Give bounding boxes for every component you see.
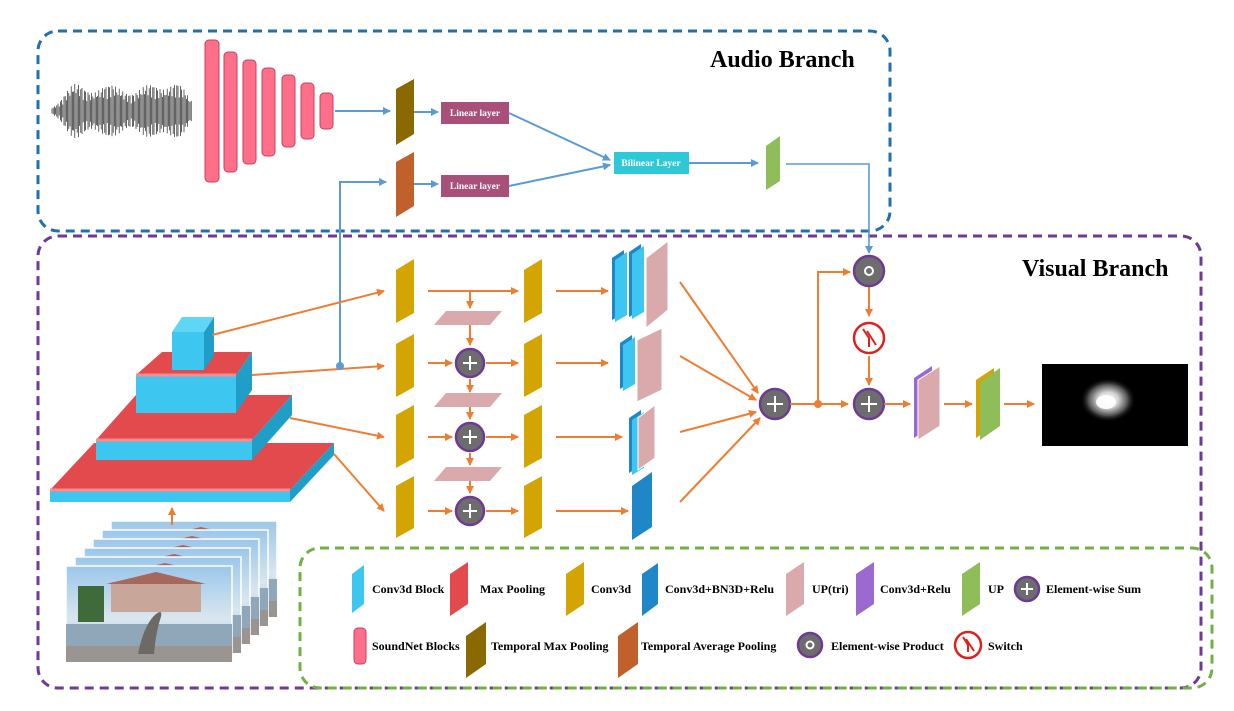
visual-branch-title: Visual Branch — [1022, 256, 1168, 282]
feature-pyramid — [50, 317, 334, 502]
legend-label-temporal-max-pooling: Temporal Max Pooling — [491, 639, 609, 653]
linear-layer-top: Linear layer — [441, 102, 509, 124]
legend-label-up-tri: UP(tri) — [812, 582, 849, 596]
legend-icon-conv3d-bn3d-relu — [642, 563, 658, 616]
input-video-frames — [65, 520, 278, 663]
legend-icon-conv3d-relu — [856, 562, 874, 616]
legend-label-switch: Switch — [988, 639, 1023, 653]
final-up-tri-block — [914, 365, 941, 441]
legend-icon-element-wise-sum — [1013, 575, 1041, 603]
final-up-block — [976, 368, 1000, 440]
legend-label-conv3d-relu: Conv3d+Relu — [880, 582, 951, 596]
legend-label-element-wise-sum: Element-wise Sum — [1046, 582, 1141, 596]
legend-label-temporal-average-pooling: Temporal Average Pooling — [641, 639, 776, 653]
visual-branch-frame — [36, 234, 1203, 690]
element-wise-sum-main — [758, 387, 792, 421]
legend-label-element-wise-product: Element-wise Product — [831, 639, 944, 653]
temporal-max-pooling — [396, 79, 414, 145]
legend-label-max-pooling: Max Pooling — [480, 582, 545, 596]
audio-waveform — [51, 84, 192, 138]
switch — [852, 321, 886, 355]
conv3d-column-2 — [524, 259, 542, 538]
legend-icon-conv3d-block — [352, 565, 364, 613]
decoder-stack-2 — [620, 327, 663, 403]
up-tri-planes — [434, 311, 502, 481]
legend-icon-switch — [953, 630, 983, 660]
soundnet-blocks — [204, 39, 334, 183]
legend-icon-conv3d — [566, 562, 584, 616]
bilinear-layer-label: Bilinear Layer — [621, 159, 681, 169]
linear-layer-top-label: Linear layer — [450, 109, 501, 119]
decoder-stack-1 — [612, 239, 669, 330]
legend-frame — [298, 546, 1214, 690]
legend-icon-element-wise-product — [796, 631, 824, 659]
legend-label-conv3d: Conv3d — [591, 582, 631, 596]
legend-icon-temporal-average-pooling — [618, 622, 638, 678]
decoder-stack-3 — [629, 403, 656, 475]
decoder-stack-4 — [632, 472, 652, 540]
conv3d-column-1 — [396, 259, 414, 538]
audio-branch-title: Audio Branch — [710, 47, 855, 73]
legend-icon-up — [962, 562, 980, 616]
audio-up-block — [766, 136, 780, 190]
legend-icon-max-pooling — [450, 562, 468, 616]
audio-branch-frame — [36, 29, 892, 233]
legend-label-conv3d-block: Conv3d Block — [372, 582, 445, 596]
legend-label-up: UP — [988, 582, 1004, 596]
bilinear-layer: Bilinear Layer — [614, 152, 689, 174]
legend-label-conv3d-bn3d-relu: Conv3d+BN3D+Relu — [665, 582, 774, 596]
element-wise-sum-right — [852, 387, 886, 421]
legend-icon-up-tri — [786, 562, 804, 616]
element-wise-sum-column — [454, 347, 486, 527]
saliency-map-output — [1042, 364, 1188, 446]
legend-icon-soundnet-blocks — [353, 627, 367, 665]
temporal-average-pooling — [396, 152, 414, 217]
legend: Conv3d Block Max Pooling Conv3d Conv3d+B… — [352, 562, 1141, 678]
legend-label-soundnet-blocks: SoundNet Blocks — [372, 639, 460, 653]
linear-layer-bottom: Linear layer — [441, 175, 509, 197]
element-wise-product — [852, 254, 886, 288]
legend-icon-temporal-max-pooling — [466, 622, 486, 678]
linear-layer-bottom-label: Linear layer — [450, 182, 501, 192]
